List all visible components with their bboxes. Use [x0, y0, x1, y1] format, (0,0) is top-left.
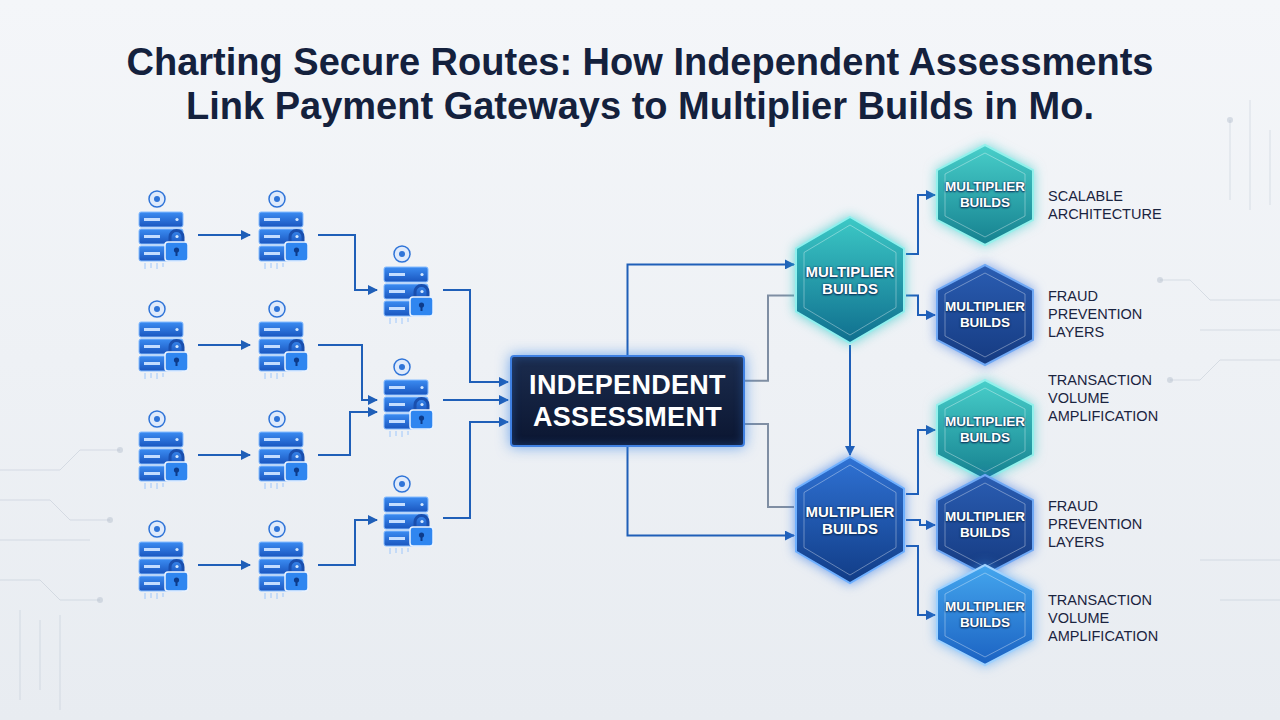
connector [628, 447, 795, 536]
server-icon [139, 191, 188, 269]
flow-arrow [318, 235, 377, 290]
node-text: MULTIPLIER BUILDS [800, 263, 900, 298]
circuit-dot [107, 517, 113, 523]
assessment-box: INDEPENDENT ASSESSMENT [510, 355, 745, 447]
server-icon [139, 411, 188, 489]
node-text: MULTIPLIER BUILDS [941, 599, 1029, 630]
node-text: MULTIPLIER BUILDS [941, 414, 1029, 445]
circuit-dot [1167, 377, 1173, 383]
server-icon [259, 411, 308, 489]
side-label: TRANSACTION VOLUME AMPLIFICATION [1048, 371, 1178, 425]
hexagon-node: MULTIPLIER BUILDS [935, 143, 1035, 247]
side-label: FRAUD PREVENTION LAYERS [1048, 497, 1178, 551]
hexagon-fill [937, 475, 1033, 575]
flow-arrow [198, 344, 250, 346]
flow-arrow [318, 520, 377, 565]
circuit-trace [0, 450, 120, 710]
server-icon [259, 191, 308, 269]
server-icon [139, 521, 188, 599]
node-text: MULTIPLIER BUILDS [941, 179, 1029, 210]
connector [849, 345, 851, 455]
side-label: FRAUD PREVENTION LAYERS [1048, 287, 1178, 341]
flow-arrow [318, 345, 377, 400]
connector [906, 520, 935, 525]
side-label: TRANSACTION VOLUME AMPLIFICATION [1048, 591, 1178, 645]
hexagon-node: MULTIPLIER BUILDS [794, 215, 906, 345]
diagram-title: Charting Secure Routes: How Independent … [105, 40, 1175, 128]
hexagon-fill [796, 217, 904, 343]
server-icon [384, 246, 433, 324]
server-icon [259, 301, 308, 379]
node-text: MULTIPLIER BUILDS [800, 503, 900, 538]
flow-arrow [318, 412, 377, 455]
connector [906, 430, 935, 494]
server-icon [384, 476, 433, 554]
hexagon-fill [937, 265, 1033, 365]
hexagon-fill [937, 145, 1033, 245]
flow-arrow [443, 422, 508, 518]
circuit-dot [1157, 277, 1163, 283]
connector [906, 546, 935, 615]
hexagon-fill [937, 380, 1033, 480]
connector [906, 296, 935, 315]
connector [628, 264, 795, 355]
connector [906, 195, 935, 254]
hexagon-node: MULTIPLIER BUILDS [935, 563, 1035, 667]
server-icon [139, 301, 188, 379]
flow-arrow [443, 399, 508, 401]
connector [745, 296, 794, 381]
circuit-trace [1160, 100, 1280, 600]
server-icon [259, 521, 308, 599]
side-label: SCALABLE ARCHITECTURE [1048, 187, 1178, 223]
circuit-dot [97, 597, 103, 603]
connector [745, 424, 794, 507]
node-text: INDEPENDENT ASSESSMENT [518, 369, 737, 434]
hexagon-node: MULTIPLIER BUILDS [794, 455, 906, 585]
flow-arrow [198, 564, 250, 566]
flow-arrow [443, 290, 508, 382]
circuit-dot [117, 447, 123, 453]
flow-arrow [198, 454, 250, 456]
hexagon-node: MULTIPLIER BUILDS [935, 378, 1035, 482]
hexagon-fill [937, 565, 1033, 665]
hexagon-fill [796, 457, 904, 583]
flow-arrow [198, 234, 250, 236]
hexagon-node: MULTIPLIER BUILDS [935, 473, 1035, 577]
hexagon-node: MULTIPLIER BUILDS [935, 263, 1035, 367]
node-text: MULTIPLIER BUILDS [941, 299, 1029, 330]
circuit-dot [1227, 117, 1233, 123]
node-text: MULTIPLIER BUILDS [941, 509, 1029, 540]
server-icon [384, 359, 433, 437]
